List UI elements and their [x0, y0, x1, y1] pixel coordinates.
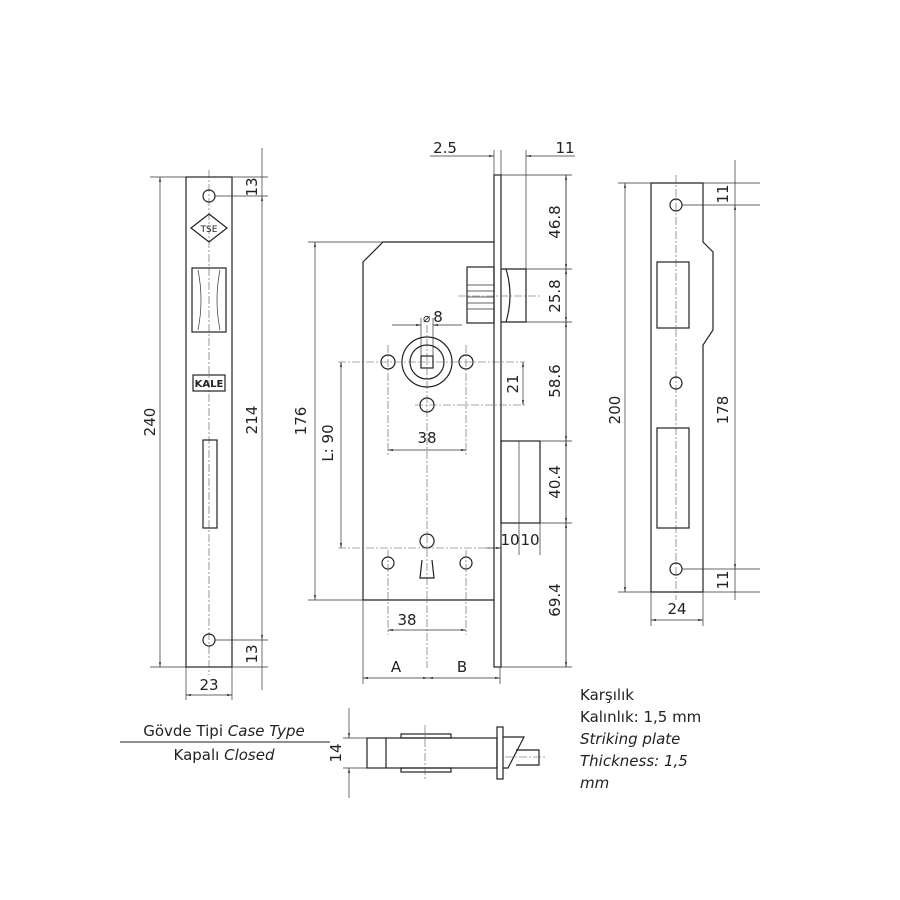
faceplate-view: TSE KALE 240 214 13 13 23 [141, 148, 268, 700]
kale-logo: KALE [192, 374, 226, 392]
svg-text:214: 214 [243, 406, 261, 435]
strike-plate-view: 200 178 11 11 24 [606, 160, 760, 626]
svg-text:A: A [391, 658, 402, 676]
svg-text:13: 13 [243, 177, 261, 196]
svg-text:21: 21 [504, 374, 522, 393]
svg-text:40.4: 40.4 [546, 465, 564, 498]
svg-text:Thickness: 1,5: Thickness: 1,5 [580, 752, 688, 770]
latch [501, 268, 527, 323]
svg-text:24: 24 [667, 600, 686, 618]
svg-text:8: 8 [433, 308, 443, 326]
svg-text:KALE: KALE [195, 379, 224, 390]
svg-text:10: 10 [520, 531, 539, 549]
svg-text:L: 90: L: 90 [319, 424, 337, 461]
svg-text:2.5: 2.5 [433, 139, 457, 157]
svg-text:mm: mm [580, 774, 609, 792]
svg-text:11: 11 [714, 184, 732, 203]
tse-logo: TSE [190, 213, 228, 243]
case-type-label: Gövde Tipi Case Type Kapalı Closed [120, 722, 330, 764]
svg-text:38: 38 [417, 429, 436, 447]
svg-text:69.4: 69.4 [546, 583, 564, 616]
svg-text:10: 10 [500, 531, 519, 549]
lock-body-view: 2.5 11 46.8 25.8 58.6 40.4 69.4 8 ⌀ 21 3… [292, 139, 575, 684]
striking-plate-note: Karşılık Kalınlık: 1,5 mm Striking plate… [580, 686, 701, 792]
diameter-symbol: ⌀ [423, 311, 430, 325]
bolt-opening [202, 439, 218, 529]
svg-text:Gövde Tipi Case Type: Gövde Tipi Case Type [143, 722, 305, 740]
svg-text:46.8: 46.8 [546, 205, 564, 238]
svg-text:38: 38 [397, 611, 416, 629]
svg-text:23: 23 [199, 676, 218, 694]
svg-text:178: 178 [714, 396, 732, 425]
svg-text:Kapalı Closed: Kapalı Closed [174, 746, 275, 764]
keyhole [419, 533, 435, 579]
svg-text:TSE: TSE [200, 225, 218, 235]
svg-text:176: 176 [292, 407, 310, 436]
svg-text:240: 240 [141, 408, 159, 437]
forend [493, 174, 502, 668]
svg-text:14: 14 [327, 743, 345, 762]
svg-text:Kalınlık: 1,5 mm: Kalınlık: 1,5 mm [580, 708, 701, 726]
svg-text:25.8: 25.8 [546, 279, 564, 312]
svg-text:13: 13 [243, 644, 261, 663]
svg-text:11: 11 [555, 139, 574, 157]
svg-text:11: 11 [714, 570, 732, 589]
svg-text:58.6: 58.6 [546, 364, 564, 397]
latch-opening [191, 267, 227, 333]
svg-text:Karşılık: Karşılık [580, 686, 634, 704]
case-side-view: 14 [327, 708, 545, 798]
svg-text:Striking plate: Striking plate [580, 730, 680, 748]
svg-text:B: B [457, 658, 467, 676]
svg-text:200: 200 [606, 396, 624, 425]
deadbolt [500, 440, 541, 524]
